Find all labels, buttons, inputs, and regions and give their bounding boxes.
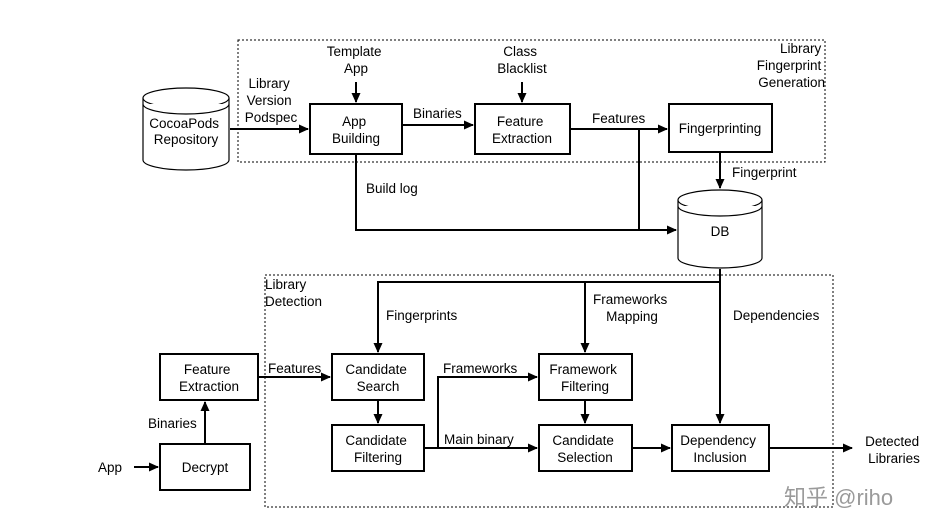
decrypt-box: Decrypt xyxy=(159,443,251,491)
label-fingerprints: Fingerprints xyxy=(386,308,458,323)
candidate-filtering-box: Candidate Filtering xyxy=(331,424,425,472)
feature-extraction-bottom-box: Feature Extraction xyxy=(159,353,259,401)
app-building-box: App Building xyxy=(309,103,403,155)
label-dependencies: Dependencies xyxy=(733,308,820,323)
feature-extraction-top-box: Feature Extraction xyxy=(474,103,571,155)
svg-text:CocoaPods Repository: CocoaPods Repository xyxy=(149,116,223,147)
arrow-build-log xyxy=(355,154,677,235)
label-features-top: Features xyxy=(592,111,646,126)
svg-text:Candidate Filtering: Candidate Filtering xyxy=(345,433,410,465)
cocoapods-repository: CocoaPods Repository xyxy=(142,87,230,171)
label-frameworks: Frameworks xyxy=(443,361,518,376)
label-fingerprint: Fingerprint xyxy=(732,165,797,180)
svg-text:Feature Extraction: Feature Extraction xyxy=(492,114,552,146)
candidate-selection-box: Candidate Selection xyxy=(538,424,633,472)
label-features-bottom: Features xyxy=(268,361,322,376)
db-cylinder: DB xyxy=(677,189,763,269)
svg-text:Feature Extraction: Feature Extraction xyxy=(179,362,239,394)
label-library-version-podspec: Library Version Podspec xyxy=(245,76,298,125)
watermark: 知乎 @riho xyxy=(784,485,893,510)
svg-text:Candidate Selection: Candidate Selection xyxy=(552,433,617,465)
label-template-app: Template App xyxy=(327,44,386,76)
svg-text:Dependency Inclusion: Dependency Inclusion xyxy=(680,433,760,465)
detection-region xyxy=(264,274,834,508)
label-binaries-bottom: Binaries xyxy=(148,416,197,431)
generation-region xyxy=(237,39,826,163)
arrow-fingerprints xyxy=(373,281,720,353)
label-binaries-top: Binaries xyxy=(413,106,462,121)
candidate-search-box: Candidate Search xyxy=(331,353,425,401)
label-build-log: Build log xyxy=(366,181,418,196)
fingerprinting-box: Fingerprinting xyxy=(668,103,773,153)
detection-region-title: Library Detection xyxy=(265,277,322,309)
label-detected-libraries: Detected Libraries xyxy=(865,434,923,466)
svg-text:App Building: App Building xyxy=(332,114,380,146)
svg-text:Decrypt: Decrypt xyxy=(182,460,229,475)
label-class-blacklist: Class Blacklist xyxy=(497,44,547,76)
label-frameworks-mapping: Frameworks Mapping xyxy=(593,292,671,324)
svg-text:Framework Filtering: Framework Filtering xyxy=(549,362,620,394)
svg-text:Candidate Search: Candidate Search xyxy=(345,362,410,394)
generation-region-title: Library Fingerprint Generation xyxy=(757,41,825,90)
label-main-binary: Main binary xyxy=(444,432,514,447)
svg-text:Fingerprinting: Fingerprinting xyxy=(679,121,762,136)
dependency-inclusion-box: Dependency Inclusion xyxy=(671,424,770,472)
svg-text:DB: DB xyxy=(711,224,730,239)
framework-filtering-box: Framework Filtering xyxy=(538,353,633,401)
label-app: App xyxy=(98,460,122,475)
